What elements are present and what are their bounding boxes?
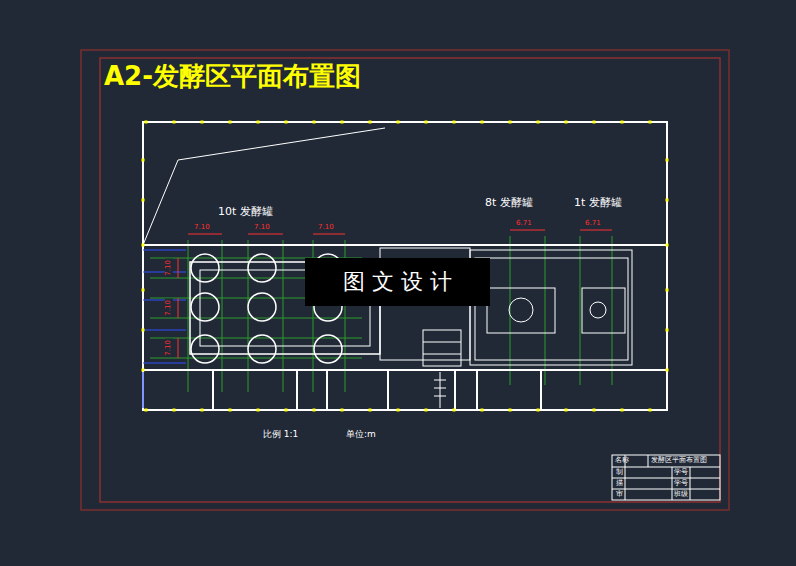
green-axis-lines (150, 236, 612, 392)
inner-frame (100, 58, 720, 502)
column-dot (537, 121, 540, 124)
column-dot (142, 244, 145, 247)
column-dot (666, 159, 669, 162)
column-dot (565, 121, 568, 124)
column-dot (509, 121, 512, 124)
column-dot (145, 409, 148, 412)
plan-label: 1t 发酵罐 (573, 197, 623, 209)
column-dot (142, 369, 145, 372)
column-dot (397, 121, 400, 124)
column-dot (666, 369, 669, 372)
plan-label: 比例 1:1 (262, 430, 299, 440)
column-dot (285, 121, 288, 124)
column-dot (453, 121, 456, 124)
dimension-lines (178, 230, 612, 358)
column-dot (313, 409, 316, 412)
plan-label: 单位:m (345, 430, 377, 440)
column-dot (229, 409, 232, 412)
title-block-cell: 制 (615, 469, 624, 477)
dimension-label: 7.10 (317, 224, 335, 232)
blue-pipes (143, 250, 186, 408)
dimension-label: 6.71 (584, 220, 602, 228)
column-dot (173, 409, 176, 412)
dimension-label: 7.10 (253, 224, 271, 232)
dimension-label: 7.10 (165, 339, 173, 357)
column-dots (142, 121, 669, 412)
column-dot (621, 121, 624, 124)
title-block-cell: 学号 (673, 480, 689, 488)
sheet-frame (81, 50, 729, 510)
plan-label: 10t 发酵罐 (217, 206, 274, 218)
title-block-cell: 名称 (614, 457, 630, 465)
column-dot (565, 409, 568, 412)
plan-walls (143, 122, 667, 410)
column-dot (537, 409, 540, 412)
column-dot (142, 329, 145, 332)
column-dot (649, 409, 652, 412)
column-dot (313, 121, 316, 124)
column-dot (649, 121, 652, 124)
column-dot (453, 409, 456, 412)
plan-label: 8t 发酵罐 (484, 197, 534, 209)
column-dot (142, 199, 145, 202)
column-dot (145, 121, 148, 124)
dimension-label: 7.10 (165, 259, 173, 277)
column-dot (369, 409, 372, 412)
column-dot (666, 199, 669, 202)
watermark-text: 图 文 设 计 (343, 267, 452, 297)
column-dot (666, 244, 669, 247)
column-dot (481, 121, 484, 124)
column-dot (201, 409, 204, 412)
dimension-label: 7.10 (165, 299, 173, 317)
watermark-box: 图 文 设 计 (305, 258, 490, 306)
title-block-cell: 审 (615, 491, 624, 499)
column-dot (142, 159, 145, 162)
column-dot (481, 409, 484, 412)
title-block-cell: 学号 (673, 469, 689, 477)
column-dot (666, 289, 669, 292)
dimension-label: 6.71 (515, 220, 533, 228)
column-dot (257, 409, 260, 412)
column-dot (257, 121, 260, 124)
title-block-cell: 班级 (673, 491, 689, 499)
column-dot (666, 329, 669, 332)
column-dot (369, 121, 372, 124)
title-block (612, 455, 720, 500)
column-dot (229, 121, 232, 124)
column-dot (425, 121, 428, 124)
column-dot (621, 409, 624, 412)
column-dot (173, 121, 176, 124)
column-dot (397, 409, 400, 412)
title-block-cell: 发酵区平面布置图 (650, 457, 708, 465)
column-dot (341, 121, 344, 124)
column-dot (509, 409, 512, 412)
title-block-cell: 描 (615, 480, 624, 488)
column-dot (593, 121, 596, 124)
column-dot (593, 409, 596, 412)
column-dot (341, 409, 344, 412)
dimension-label: 7.10 (193, 224, 211, 232)
column-dot (201, 121, 204, 124)
column-dot (285, 409, 288, 412)
column-dot (142, 289, 145, 292)
column-dot (425, 409, 428, 412)
drawing-title: A2-发酵区平面布置图 (104, 62, 361, 91)
